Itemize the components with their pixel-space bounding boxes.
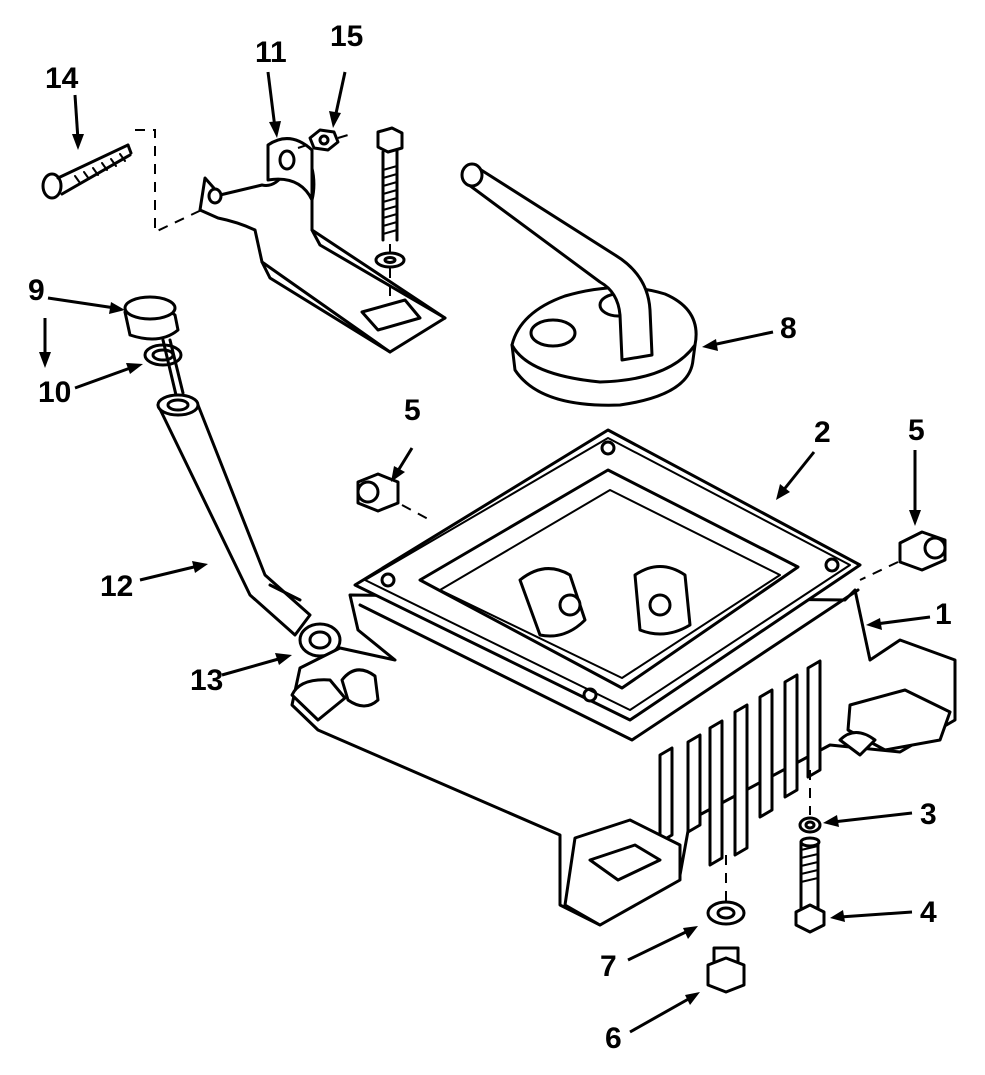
callout-3: 3 [920,798,937,831]
bolt-alignment-line [135,129,213,234]
drain-washer-part [706,900,746,926]
drain-plug-part [706,946,746,994]
carriage-bolt-part [41,143,133,200]
callout-7: 7 [600,950,617,983]
callout-10: 10 [38,376,71,409]
callout-8: 8 [780,312,797,345]
gasket-part [364,437,851,711]
callout-12: 12 [100,570,133,603]
dipstick-knob-part [123,295,180,341]
callout-9: 9 [28,274,45,307]
callout-13: 13 [190,664,223,697]
lock-washer-part [798,816,822,834]
stud-bolt-part [374,126,406,269]
callout-5-right: 5 [908,414,925,447]
mounting-bracket-part [198,137,447,354]
cap-screw-part [794,836,826,934]
callout-4: 4 [920,896,937,929]
pipe-plug-part [898,530,947,572]
callout-1: 1 [935,598,952,631]
oil-pan-housing-part [290,428,957,927]
callout-14: 14 [45,62,79,95]
callout-2: 2 [814,416,831,449]
callout-11: 11 [255,36,287,69]
dipstick-tube-part [156,393,312,637]
hex-nut-part [308,128,340,152]
callout-6: 6 [605,1022,622,1055]
callout-5-left: 5 [404,394,421,427]
oil-pickup-part [460,162,698,407]
pipe-plug-part [356,472,400,513]
callout-arrows [39,71,931,1034]
grommet-part [298,622,342,658]
callout-15: 15 [330,20,363,53]
